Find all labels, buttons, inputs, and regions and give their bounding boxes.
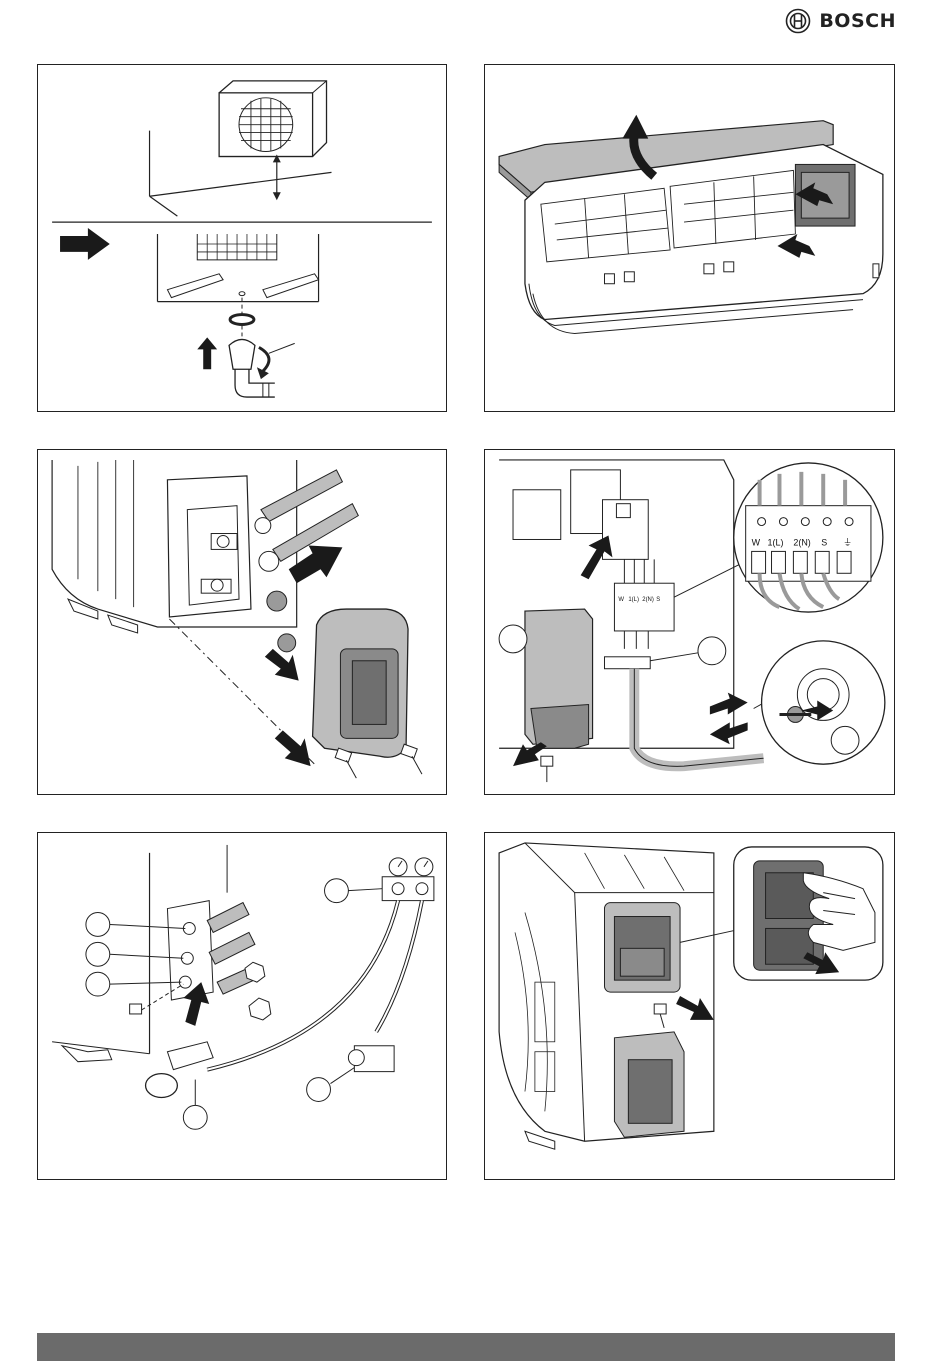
valve-cover-icon — [313, 609, 408, 757]
lower-cover-icon — [614, 1032, 684, 1137]
callout-circle — [698, 637, 726, 665]
unit-foot-icon — [525, 1131, 555, 1149]
manifold-gauge-connection-illustration — [38, 833, 446, 1179]
manifold-gauge-icon — [382, 858, 434, 901]
pull-arrow-icon — [275, 730, 311, 766]
outdoor-unit-cover-removal-illustration — [485, 833, 894, 1179]
indoor-unit-open-front-panel-illustration — [485, 65, 894, 411]
callout-circle — [325, 879, 349, 903]
figure-wiring: W 1(L) 2(N) S — [484, 449, 895, 795]
callout-circle — [183, 1105, 207, 1129]
outdoor-unit-drain-elbow-illustration — [38, 65, 446, 411]
brand-name: BOSCH — [819, 10, 896, 32]
terminal-block-wiring-illustration: W 1(L) 2(N) S — [485, 450, 894, 794]
figure-drain-elbow — [37, 64, 447, 412]
seal-ring-icon — [230, 315, 254, 325]
callout-circle — [86, 942, 110, 966]
terminal-label-ground: ⏚ — [843, 537, 852, 547]
valve-cover-icon — [604, 903, 680, 992]
screw-icon — [541, 756, 553, 782]
outdoor-unit-icon — [219, 81, 326, 157]
footer-bar — [37, 1333, 895, 1361]
control-cover-icon — [525, 609, 593, 748]
direction-arrow-icon — [60, 228, 110, 260]
unit-bottom-icon — [157, 234, 318, 302]
figure-cover-remove — [484, 832, 895, 1180]
callout-circle — [86, 913, 110, 937]
pull-arrow-icon — [265, 649, 299, 681]
bosch-armature-icon — [785, 8, 811, 34]
valve-knob-icon — [146, 1042, 214, 1098]
callout-circle — [831, 726, 859, 754]
figure-front-panel — [484, 64, 895, 412]
up-arrow-icon — [197, 337, 217, 369]
callout-circle — [86, 972, 110, 996]
outdoor-unit-valve-cover-removal-illustration — [38, 450, 446, 794]
terminal-label-small: S — [656, 597, 660, 603]
figure-valve-cover — [37, 449, 447, 795]
callout-circle — [499, 625, 527, 653]
drain-elbow-icon — [229, 339, 275, 397]
terminal-label-w: W — [752, 537, 761, 547]
terminal-label-1l: 1(L) — [768, 537, 784, 547]
callout-circle — [307, 1078, 331, 1102]
terminal-label-small: W — [618, 597, 624, 603]
brand-header: BOSCH — [785, 8, 896, 34]
terminal-label-s: S — [821, 537, 827, 547]
terminal-label-small: 1(L) — [628, 597, 639, 603]
terminal-label-small: 2(N) — [642, 597, 654, 603]
terminal-label-2n: 2(N) — [793, 537, 810, 547]
tap-valve-icon — [348, 1046, 394, 1072]
figure-gauge — [37, 832, 447, 1180]
